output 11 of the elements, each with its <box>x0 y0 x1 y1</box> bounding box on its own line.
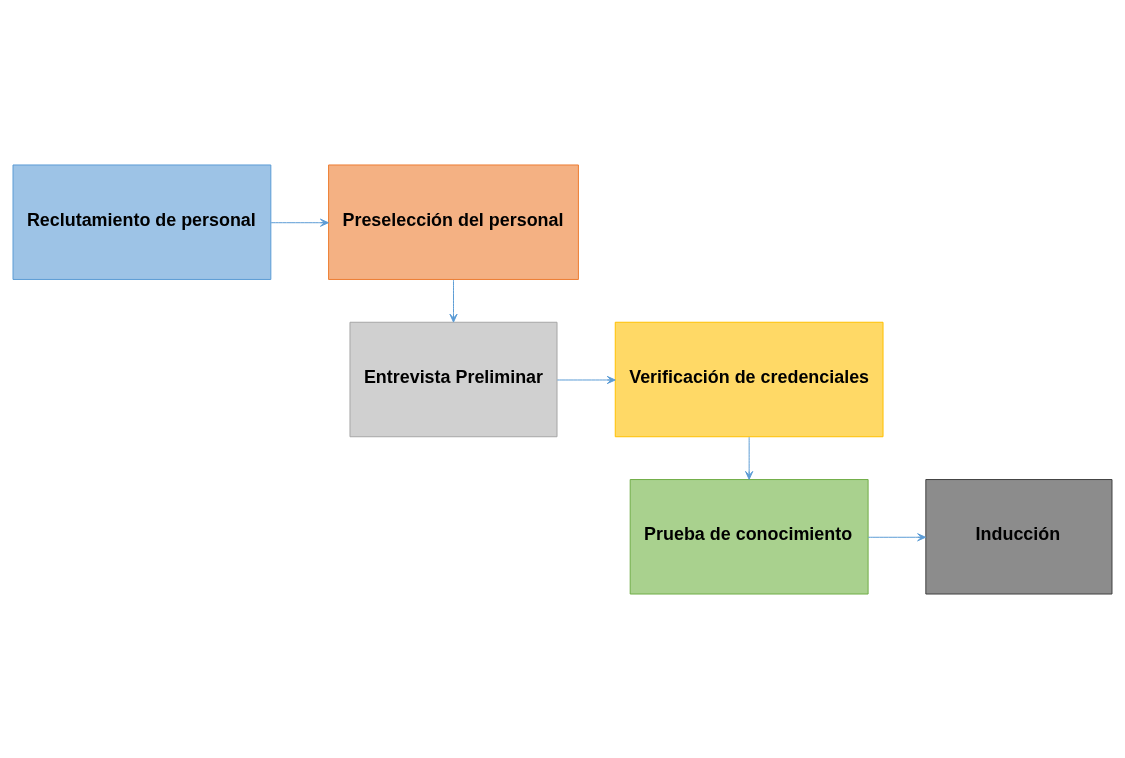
node-box: Prueba de conocimiento <box>629 478 869 594</box>
node-box: Reclutamiento de personal <box>12 164 272 280</box>
arrow <box>556 375 616 384</box>
node-box: Inducción <box>925 478 1113 594</box>
arrow <box>745 436 754 480</box>
node-box: Preselección del personal <box>328 164 579 280</box>
node-box: Verificación de credenciales <box>614 321 884 437</box>
node-box: Entrevista Preliminar <box>349 321 558 437</box>
arrow <box>449 278 458 323</box>
arrow <box>867 532 927 541</box>
arrow <box>270 218 329 227</box>
